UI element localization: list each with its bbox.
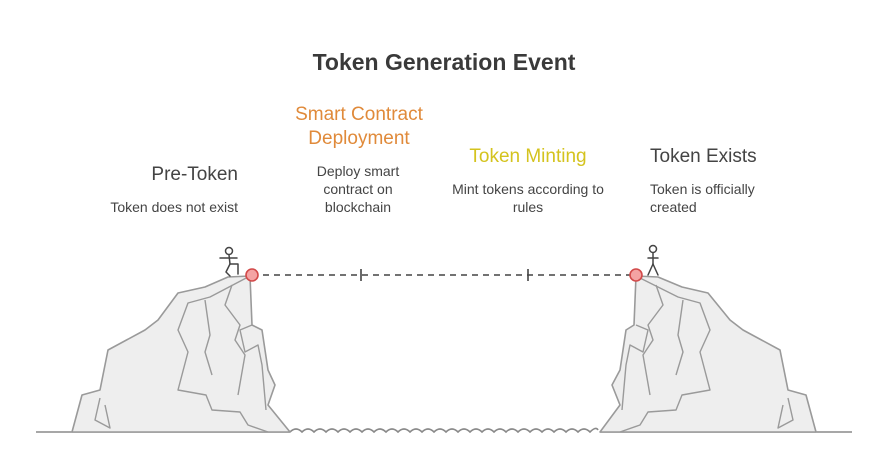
diagram-title: Token Generation Event xyxy=(312,49,576,75)
stage-smart-contract-heading: Smart Contract Deployment xyxy=(295,104,423,149)
start-endpoint xyxy=(245,268,259,282)
stage-token-minting-description: Mint tokens according to rules xyxy=(452,181,604,215)
right-cliff xyxy=(599,275,817,433)
person-stepping-icon xyxy=(219,246,239,277)
stage-pre-token-description: Token does not exist xyxy=(110,199,238,215)
stage-smart-contract-description: Deploy smart contract on blockchain xyxy=(316,163,400,215)
stage-token-exists-heading: Token Exists xyxy=(650,146,757,167)
stage-token-minting-heading: Token Minting xyxy=(469,146,587,167)
stage-token-exists-description: Token is officially created xyxy=(650,181,755,215)
person-standing-icon xyxy=(647,244,659,276)
water-wave xyxy=(289,427,599,434)
stage-pre-token-heading: Pre-Token xyxy=(151,164,238,185)
left-cliff xyxy=(71,275,291,433)
end-endpoint xyxy=(629,268,643,282)
